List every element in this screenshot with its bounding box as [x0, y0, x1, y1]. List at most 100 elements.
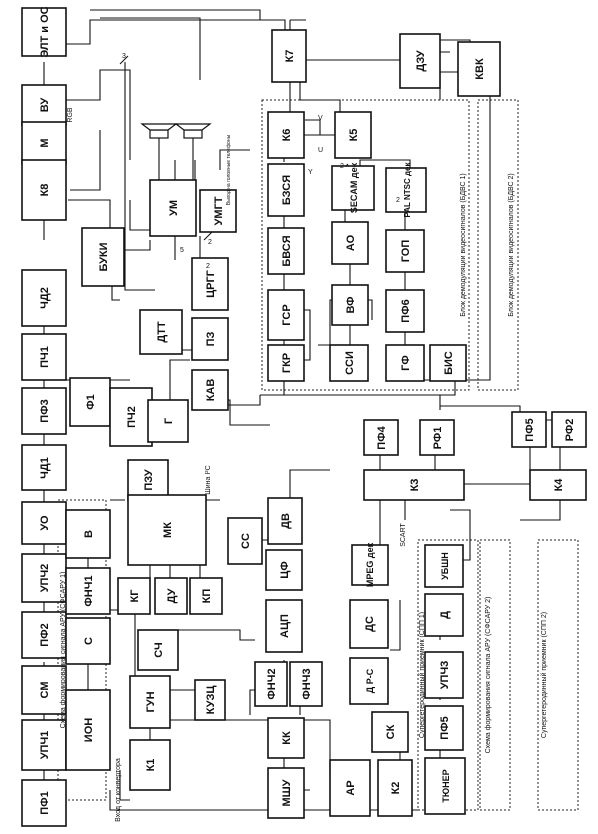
label-vu: ВУ [39, 98, 51, 113]
label-mpeg: MPEG дек [365, 542, 375, 587]
label-kav: КАВ [205, 379, 217, 402]
block-ss [227, 517, 263, 565]
label-gsr: ГСР [281, 304, 293, 325]
block-kk [267, 717, 305, 759]
block-fnch3 [289, 661, 323, 707]
block-c [65, 617, 111, 665]
label-scart: SCART [400, 522, 407, 546]
label-kp: КП [201, 589, 213, 604]
label-fnch2: ФНЧ2 [266, 668, 278, 699]
block-buki [81, 227, 125, 287]
label-ofsaru1: Схема формирования сигнала АРУ (СФСАРУ 1… [60, 572, 67, 729]
label-k6: К6 [281, 129, 293, 142]
block-k1 [129, 739, 171, 791]
label-upch3: УПЧ3 [439, 661, 451, 690]
label-k5: К5 [348, 129, 360, 142]
block-pf5a [511, 411, 547, 448]
label-elt: ЭЛТ и ОС [39, 6, 51, 57]
bdvs2-frame [477, 99, 519, 391]
label-gf: ГФ [400, 355, 412, 371]
label-mshu: МШУ [281, 779, 293, 806]
block-mk [127, 494, 207, 566]
label-n2-a: 2 [340, 163, 344, 170]
spp2-frame [537, 539, 579, 811]
label-k2: К2 [390, 782, 402, 795]
block-mpeg [351, 544, 389, 586]
block-secam [331, 165, 375, 211]
label-pf6: ПФ6 [400, 299, 412, 322]
block-bzsya [267, 163, 305, 217]
label-rf2: РФ2 [564, 419, 576, 442]
label-buki: БУКИ [98, 242, 110, 271]
block-elt [21, 7, 67, 57]
block-gkr [267, 344, 305, 382]
label-n3: 3 [122, 53, 126, 60]
label-d: Д [439, 611, 451, 619]
block-k2 [377, 759, 413, 817]
label-ssi: ССИ [344, 351, 356, 375]
label-k8: К8 [39, 184, 51, 197]
label-dzu: ДЗУ [415, 50, 427, 71]
label-k7: К7 [284, 50, 296, 63]
label-dtt: ДТТ [156, 321, 168, 343]
label-sch: СЧ [153, 642, 165, 657]
label-n2-b: 2 [396, 197, 400, 204]
label-pzu: ПЗУ [143, 469, 155, 490]
block-k4 [529, 469, 587, 501]
bdvs1-frame [261, 99, 470, 391]
block-upch2 [21, 553, 67, 603]
block-fnch2 [254, 661, 288, 707]
label-bdvs2: Блок демодуляции видеосигналов (БДВС 2) [508, 173, 515, 316]
block-kvk [457, 41, 501, 97]
block-pch2 [109, 387, 153, 447]
label-pz: ПЗ [205, 332, 217, 347]
label-f1: Ф1 [85, 394, 97, 410]
block-gop [385, 229, 425, 273]
speaker-icons [140, 123, 212, 180]
block-k8 [21, 159, 67, 221]
label-ion: ИОН [83, 718, 95, 742]
label-mk: МК [162, 522, 174, 538]
block-crgg [191, 257, 229, 311]
speaker-icon [140, 123, 178, 131]
label-upch1: УПЧ1 [39, 731, 51, 760]
block-pf5b [424, 705, 464, 751]
label-du: ДУ [166, 588, 178, 603]
label-pf2: ПФ2 [39, 623, 51, 646]
label-ar: АР [345, 780, 357, 795]
block-rf2 [551, 411, 587, 448]
block-upch3 [424, 651, 464, 699]
block-ao [331, 221, 369, 265]
label-n2-c: 2 [208, 239, 212, 246]
block-kg [117, 577, 151, 615]
block-pf6 [385, 289, 425, 333]
block-dzu [399, 33, 441, 89]
label-y: Y [308, 169, 313, 176]
label-spp2: Супергетеродинный приемник (СПП 2) [540, 612, 548, 738]
block-bis [429, 344, 467, 382]
label-pf4: ПФ4 [376, 425, 388, 449]
block-k3 [363, 469, 465, 501]
block-pal [385, 167, 427, 213]
block-k7 [271, 29, 307, 83]
label-sm: СМ [39, 682, 51, 699]
block-kav [191, 369, 229, 411]
label-pch2: ПЧ2 [126, 406, 138, 428]
label-bis: БИС [443, 351, 455, 375]
label-n2-d: 2 [206, 263, 210, 270]
block-ubshn [424, 544, 464, 588]
block-pf2 [21, 611, 67, 659]
label-ao: АО [345, 234, 357, 251]
block-gf [385, 344, 425, 382]
block-sm [21, 665, 67, 715]
label-phone: Выход на головные телефоны [226, 134, 232, 205]
block-ds [349, 599, 389, 649]
block-bvsya [267, 227, 305, 275]
speaker-icon [183, 129, 203, 139]
block-umgt [199, 189, 237, 233]
blocks: ЭЛТ и ОС ВУ М К8 ЧД2 ПЧ1 ПФ3 ЧД1 УО УПЧ2… [21, 6, 587, 827]
block-cf [265, 549, 303, 591]
label-kuzc: КУЗЦ [205, 686, 217, 715]
label-ss: СС [240, 533, 252, 549]
